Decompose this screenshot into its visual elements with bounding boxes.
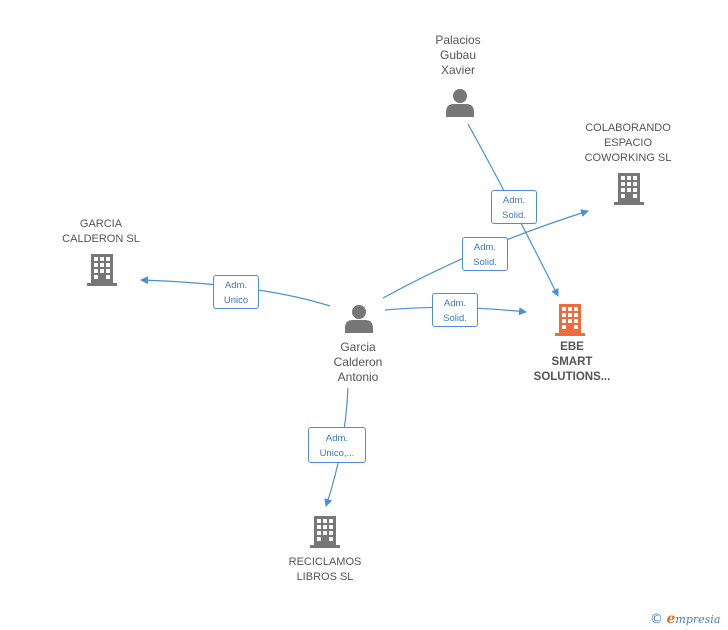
building-icon-ebe [555, 304, 585, 336]
edge-label-antonio-colaborando: Adm. Solid. [462, 237, 508, 271]
edge-label-antonio-ebe: Adm. Solid. [432, 293, 478, 327]
person-icon-antonio [345, 305, 373, 333]
edge-label-palacios-ebe: Adm. Solid. [491, 190, 537, 224]
brand-name: mpresia [675, 613, 721, 626]
person-icon-palacios [446, 89, 474, 117]
copyright-symbol: © [650, 612, 663, 627]
brand-watermark: © empresia [650, 611, 720, 627]
edge-label-antonio-garcia-sl: Adm. Unico [213, 275, 259, 309]
node-label-reciclamos[interactable]: RECICLAMOS LIBROS SL [288, 556, 362, 583]
node-label-palacios[interactable]: Palacios Gubau Xavier [435, 33, 481, 77]
brand-logo-initial: e [666, 611, 676, 627]
node-label-garcia-calderon-sl[interactable]: GARCIA CALDERON SL [62, 218, 140, 245]
edge-label-antonio-reciclamos: Adm. Unico,... [308, 427, 366, 463]
building-icon-garcia-calderon-sl [87, 254, 117, 286]
building-icon-colaborando [614, 173, 644, 205]
building-icon-reciclamos [310, 516, 340, 548]
node-label-garcia-antonio[interactable]: Garcia Calderon Antonio [333, 340, 383, 384]
node-label-colaborando[interactable]: COLABORANDO ESPACIO COWORKING SL [584, 122, 672, 164]
node-label-ebe[interactable]: EBE SMART SOLUTIONS... [533, 341, 611, 383]
